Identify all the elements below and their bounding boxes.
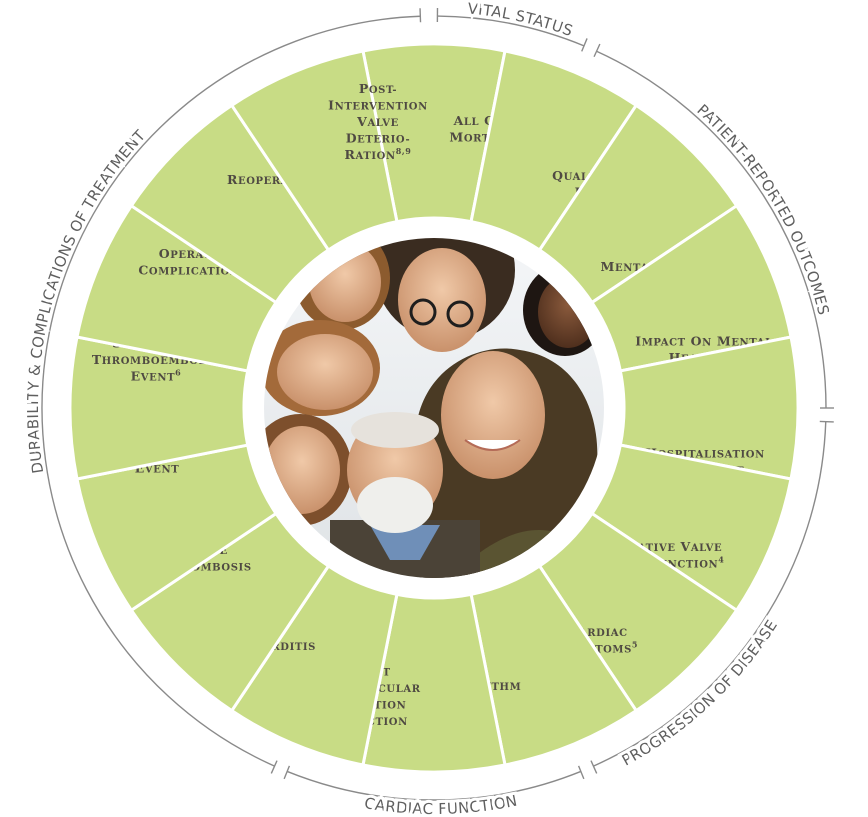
category-brackets [41,8,834,801]
bracket-tick [593,43,601,58]
category-label-cardiac: CARDIAC FUNCTION [363,791,519,817]
bracket-vital [437,15,585,47]
bracket-tick [581,38,588,52]
outcome-segments: ALL CAUSEMORTALITY1QUALITY OFLIFE2MENTAL… [68,42,800,774]
bracket-tick [577,765,585,780]
bracket-durability [41,15,421,767]
bracket-tick [283,765,291,780]
bracket-tick [590,760,598,774]
bracket-progression [593,421,827,767]
segment-valve-deterioration [229,49,399,253]
bracket-cardiac [286,770,582,801]
bracket-patient [596,50,827,409]
category-label-vital: VITAL STATUS [467,0,575,40]
segment-label-reoperation: REOPERATION [227,172,321,187]
bracket-tick [270,760,278,774]
